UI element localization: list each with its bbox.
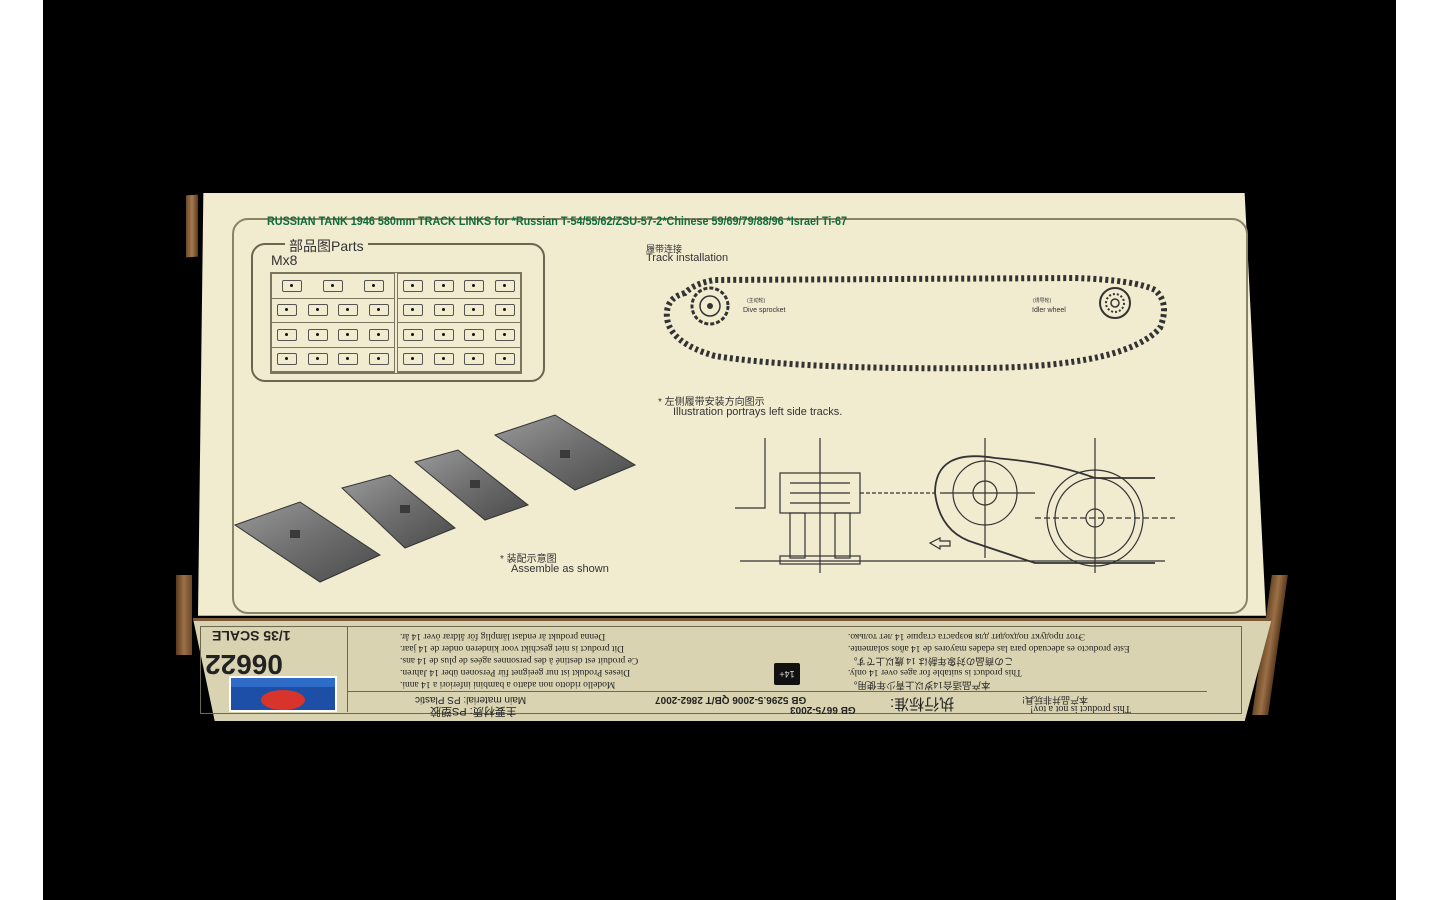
track-link-icon	[464, 353, 485, 366]
track-link-icon	[464, 279, 485, 292]
age-14-badge-icon: 14+	[774, 663, 800, 685]
standards-label: 执行标准:	[890, 695, 955, 712]
warning-right-5: Этот продукт подходит для возраста старш…	[848, 631, 1086, 641]
track-link-icon	[464, 304, 485, 317]
material-label-cn: 主要材质: PS塑胶	[430, 705, 517, 717]
track-link-icon	[464, 328, 485, 341]
svg-text:Idler wheel: Idler wheel	[1032, 307, 1066, 314]
box-side-panel	[192, 618, 1272, 721]
parts-frame	[251, 243, 545, 382]
warning-left-3: Ce produit est destiné à des personnes a…	[400, 655, 639, 665]
track-link-icon	[494, 279, 515, 292]
warning-right-4: Este producto es adecuado para las edade…	[848, 643, 1130, 653]
track-link-icon	[277, 304, 298, 317]
track-link-icon	[338, 304, 359, 317]
warning-left-4: Dit product is niet geschikt voor kinder…	[400, 643, 624, 653]
lid-border	[232, 218, 1248, 614]
track-link-icon	[282, 279, 303, 292]
warning-left-5: Denna produkt är endast lämplig för åldr…	[400, 631, 606, 641]
warning-left-1: Modello ridotto non adatto a bambini inf…	[400, 679, 616, 689]
track-orientation-diagram	[735, 438, 1175, 573]
box-flap-top-left	[186, 194, 198, 258]
track-link-icon	[494, 304, 515, 317]
side-panel-border	[200, 626, 1242, 714]
track-link-icon	[403, 279, 424, 292]
standards-line-2: GB 5296.5-2006 QB/T 2862-2007	[655, 694, 807, 705]
track-link-icon	[433, 353, 454, 366]
track-link-icon	[403, 328, 424, 341]
svg-text:(诱导轮): (诱导轮)	[1033, 297, 1052, 304]
box-lid	[198, 193, 1266, 616]
track-link-icon	[338, 328, 359, 341]
track-loop-diagram: (主动轮) Dive sprocket (诱导轮) Idler wheel	[663, 274, 1167, 372]
parts-quantity: Mx8	[271, 252, 298, 268]
svg-text:(主动轮): (主动轮)	[747, 297, 766, 304]
track-link-icon	[338, 353, 359, 366]
illustration-note-cn: * 左侧履带安装方向图示	[658, 397, 765, 408]
track-installation-label-cn: 履带连接	[646, 244, 683, 254]
sprue-diagram	[270, 272, 522, 374]
track-link-icon	[403, 304, 424, 317]
track-link-icon	[322, 279, 343, 292]
track-link-icon	[368, 328, 389, 341]
warning-left-2: Dieses Produkt ist nur geeignet für Pers…	[400, 667, 631, 677]
trumpeter-logo	[229, 676, 337, 712]
side-divider-horizontal	[347, 691, 1207, 692]
track-link-icon	[494, 328, 515, 341]
track-link-icon	[277, 328, 298, 341]
standards-line-1: GB 6675-2003	[790, 704, 856, 715]
warning-right-2: This product is suitable for ages over 1…	[848, 667, 1022, 677]
box-flap-bottom-left	[176, 575, 192, 655]
assembly-note-cn: * 装配示意图	[500, 554, 557, 565]
product-title: RUSSIAN TANK 1946 580mm TRACK LINKS for …	[267, 214, 848, 228]
warning-right-1: 本产品适合14岁以上青少年使用。	[848, 679, 991, 689]
not-toy-label: This product is not a toy!	[1030, 703, 1131, 714]
track-link-icon	[277, 353, 298, 366]
side-divider-vertical	[347, 626, 348, 712]
track-link-icon	[494, 353, 515, 366]
svg-text:Dive sprocket: Dive sprocket	[743, 307, 785, 314]
track-link-icon	[368, 353, 389, 366]
track-link-icon	[368, 304, 389, 317]
drive-sprocket-icon	[690, 286, 730, 326]
track-installation-label: Track installation	[646, 252, 729, 264]
track-link-icon	[307, 353, 328, 366]
assembly-note: Assemble as shown	[511, 563, 609, 575]
track-link-icon	[307, 304, 328, 317]
parts-label: 部品图Parts	[285, 236, 368, 256]
track-link-icon	[403, 353, 424, 366]
track-link-icon	[363, 279, 384, 292]
track-link-icon	[307, 328, 328, 341]
assembled-tracks-photo	[233, 414, 637, 583]
trumpet-icon	[261, 690, 305, 710]
illustration-note: Illustration portrays left side tracks.	[673, 406, 843, 418]
idler-wheel-icon	[1099, 287, 1131, 319]
track-link-icon	[433, 304, 454, 317]
scale-label: 1/35 SCALE	[212, 628, 291, 644]
track-link-icon	[433, 328, 454, 341]
track-link-icon	[433, 279, 454, 292]
